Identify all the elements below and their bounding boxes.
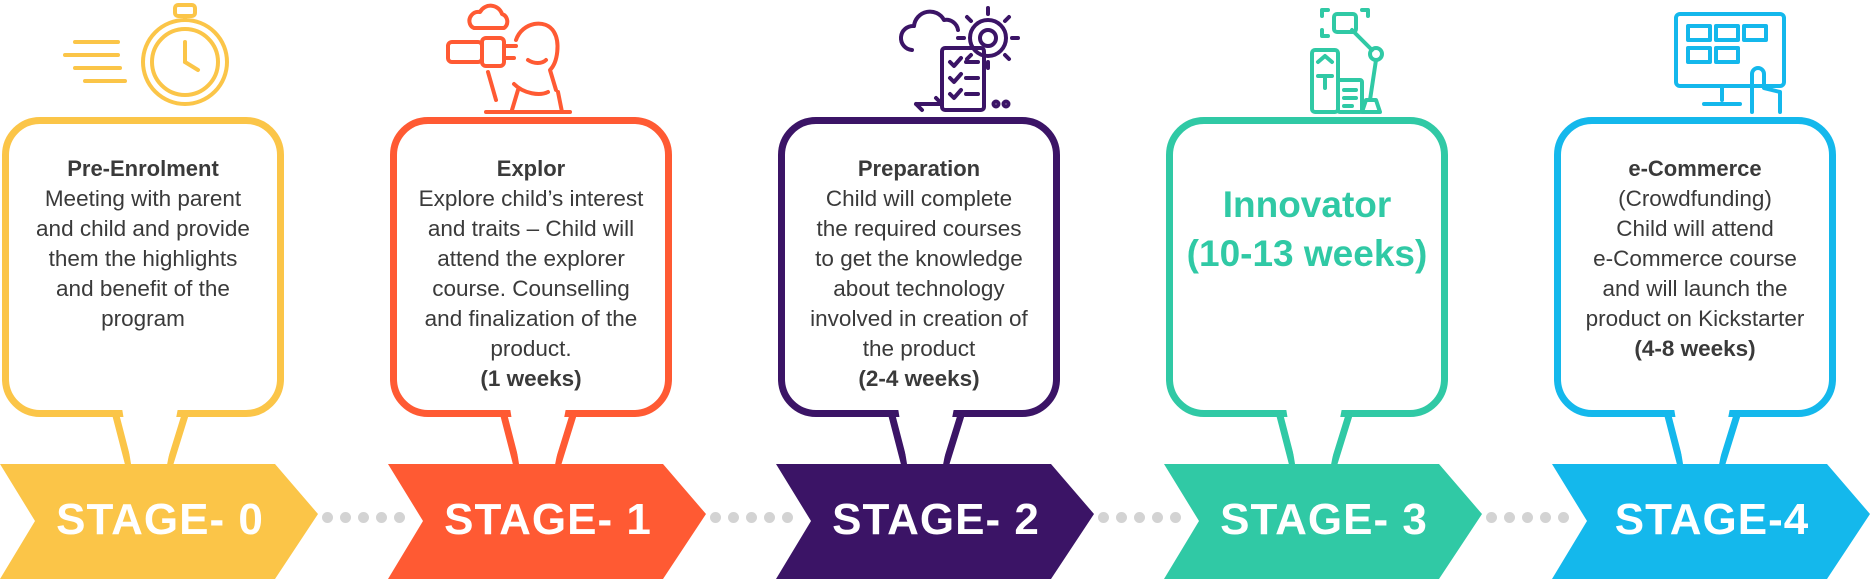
stage-line: the product xyxy=(862,336,976,361)
touchscreen-monitor-icon xyxy=(1674,12,1786,114)
connector-dots xyxy=(1098,512,1188,526)
checklist-gear-icon xyxy=(899,6,1020,112)
stage-line: e-Commerce course xyxy=(1593,246,1797,271)
connector-dots xyxy=(710,512,800,526)
stage-badge: STAGE- 1 xyxy=(388,464,708,579)
stage-line: program xyxy=(101,306,185,331)
stage-line: and will launch the xyxy=(1602,276,1788,301)
stage-title: Explor xyxy=(496,156,566,181)
stage-card: Pre-Enrolment Meeting with parent and ch… xyxy=(2,117,284,417)
robot-arm-icon xyxy=(1310,8,1384,114)
stage-title: Innovator xyxy=(1222,184,1392,225)
stage-line: product. xyxy=(490,336,572,361)
stage-2: Preparation Child will complete the requ… xyxy=(776,0,1116,579)
stage-badge-label: STAGE- 1 xyxy=(444,495,652,544)
stage-title: Preparation xyxy=(857,156,981,181)
stage-3: Innovator (10-13 weeks) STAGE- 3 xyxy=(1164,0,1504,579)
stage-line: and child and provide xyxy=(36,216,250,241)
stage-line: and finalization of the xyxy=(424,306,638,331)
stage-4: e-Commerce (Crowdfunding) Child will att… xyxy=(1552,0,1874,579)
stage-line: about technology xyxy=(833,276,1005,301)
stage-line: involved in creation of xyxy=(810,306,1028,331)
stage-card: Innovator (10-13 weeks) xyxy=(1166,117,1448,417)
stage-card: Preparation Child will complete the requ… xyxy=(778,117,1060,417)
stage-line: (Crowdfunding) xyxy=(1618,186,1772,211)
connector-dots xyxy=(1486,512,1576,526)
stage-title: Pre-Enrolment xyxy=(67,156,219,181)
stage-line: Child will complete xyxy=(825,186,1013,211)
stage-line: Explore child’s interest xyxy=(418,186,644,211)
stage-line: attend the explorer xyxy=(437,246,625,271)
stage-duration: (2-4 weeks) xyxy=(858,366,980,391)
stage-line: product on Kickstarter xyxy=(1585,306,1805,331)
stage-badge-label: STAGE-4 xyxy=(1614,495,1810,544)
stage-1: Explor Explore child’s interest and trai… xyxy=(388,0,728,579)
stage-duration: (4-8 weeks) xyxy=(1634,336,1756,361)
stage-line: Meeting with parent xyxy=(44,186,242,211)
stage-0: Pre-Enrolment Meeting with parent and ch… xyxy=(0,0,340,579)
stage-duration: (1 weeks) xyxy=(480,366,582,391)
stage-line: and benefit of the xyxy=(56,276,230,301)
stage-card: Explor Explore child’s interest and trai… xyxy=(390,117,672,417)
stage-line: them the highlights xyxy=(48,246,238,271)
stage-badge: STAGE- 3 xyxy=(1164,464,1484,579)
stage-duration: (10-13 weeks) xyxy=(1186,233,1428,274)
stage-badge: STAGE- 2 xyxy=(776,464,1096,579)
stage-badge-label: STAGE- 2 xyxy=(832,495,1040,544)
connector-dots xyxy=(322,512,412,526)
stage-title: e-Commerce xyxy=(1628,156,1762,181)
stage-line: the required courses xyxy=(816,216,1022,241)
explorer-binoculars-icon xyxy=(446,3,572,114)
stage-badge-label: STAGE- 0 xyxy=(56,495,264,544)
stage-line: to get the knowledge xyxy=(815,246,1023,271)
stage-line: Child will attend xyxy=(1616,216,1774,241)
stage-badge: STAGE-4 xyxy=(1552,464,1872,579)
stopwatch-icon xyxy=(63,3,229,106)
stage-badge: STAGE- 0 xyxy=(0,464,320,579)
stage-line: course. Counselling xyxy=(432,276,630,301)
stage-badge-label: STAGE- 3 xyxy=(1220,495,1428,544)
stage-line: and traits – Child will xyxy=(427,216,635,241)
stage-card: e-Commerce (Crowdfunding) Child will att… xyxy=(1554,117,1836,417)
